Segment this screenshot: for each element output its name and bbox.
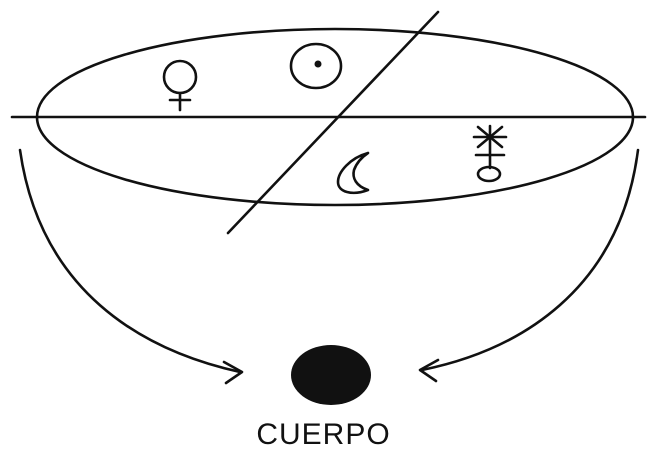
sun-symbol-icon xyxy=(289,42,343,90)
left-curved-arrow xyxy=(18,148,244,385)
body-caption-label: CUERPO xyxy=(256,418,391,451)
right-curved-arrow xyxy=(418,148,640,383)
venus-symbol-icon xyxy=(162,59,198,112)
uranus-symbol-icon xyxy=(472,124,508,183)
moon-symbol-icon xyxy=(336,151,370,195)
body-dot xyxy=(291,345,371,405)
diagonal-axis-line xyxy=(226,10,440,235)
